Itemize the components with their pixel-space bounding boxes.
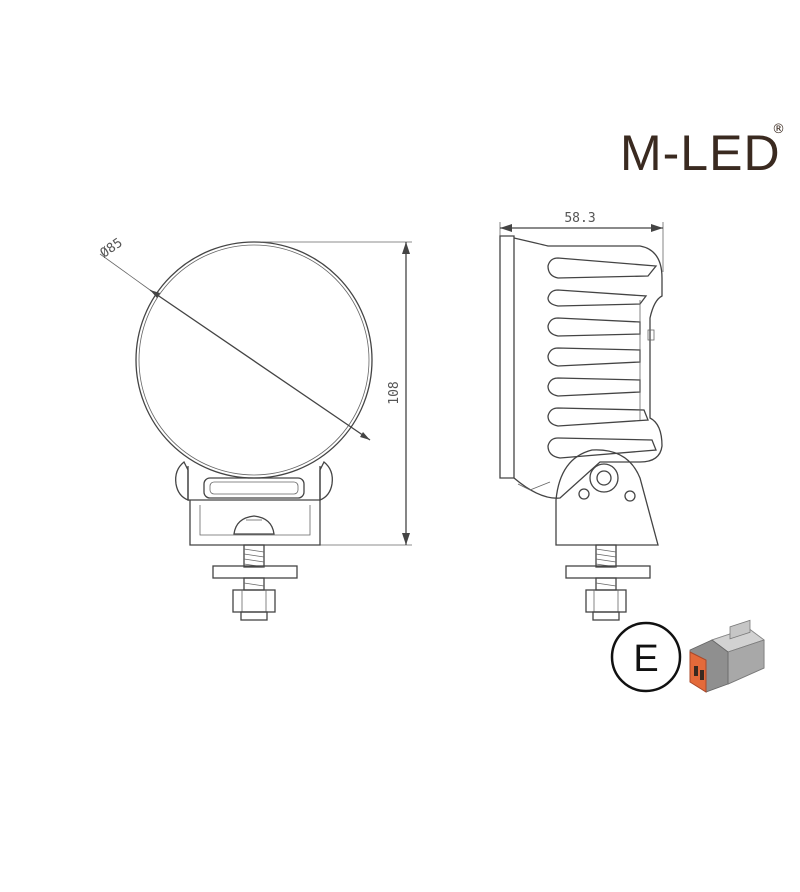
side-bezel bbox=[499, 235, 515, 479]
pivot-outer bbox=[589, 463, 619, 493]
bracket-pivot bbox=[233, 515, 275, 535]
bracket-hole-left bbox=[578, 488, 590, 500]
side-washer bbox=[565, 565, 651, 579]
connector-label: E bbox=[633, 638, 658, 680]
diameter-arrow-start bbox=[150, 290, 160, 298]
lamp-face-circle bbox=[135, 241, 373, 479]
diameter-arrow-end bbox=[360, 432, 370, 440]
height-label: 108 bbox=[387, 381, 402, 404]
mount-bracket-inner bbox=[199, 505, 311, 536]
connector-callout: E bbox=[610, 619, 765, 693]
side-bolt bbox=[565, 544, 651, 621]
front-view: Ø85 108 bbox=[98, 236, 412, 621]
depth-arrow-right bbox=[651, 224, 663, 232]
side-view: 58.3 bbox=[499, 211, 664, 621]
depth-arrow-left bbox=[500, 224, 512, 232]
right-housing-lug bbox=[319, 460, 333, 501]
brand-logo: M-LED bbox=[620, 125, 781, 181]
connector-label-circle bbox=[610, 621, 682, 693]
led-window-inner bbox=[209, 481, 299, 495]
diameter-leader-line bbox=[99, 253, 151, 291]
height-arrow-bottom bbox=[402, 533, 410, 545]
side-nut bbox=[585, 589, 627, 613]
housing-base bbox=[187, 466, 321, 501]
side-bracket bbox=[555, 449, 659, 546]
registered-mark: ® bbox=[772, 122, 785, 137]
front-nut bbox=[232, 589, 276, 613]
side-stud bbox=[647, 329, 655, 341]
mount-bracket bbox=[189, 500, 321, 546]
front-bolt bbox=[212, 544, 298, 621]
left-housing-lug bbox=[175, 460, 189, 501]
diameter-dimension-line bbox=[149, 289, 371, 441]
height-arrow-top bbox=[402, 242, 410, 254]
depth-label: 58.3 bbox=[564, 211, 595, 226]
led-window bbox=[203, 477, 305, 499]
bracket-hole-right bbox=[624, 490, 636, 502]
front-washer bbox=[212, 565, 298, 579]
diameter-label: Ø85 bbox=[98, 236, 126, 262]
deutsch-connector-icon bbox=[689, 619, 765, 693]
pivot-inner bbox=[596, 470, 612, 486]
lamp-face-inner-circle bbox=[138, 244, 370, 476]
